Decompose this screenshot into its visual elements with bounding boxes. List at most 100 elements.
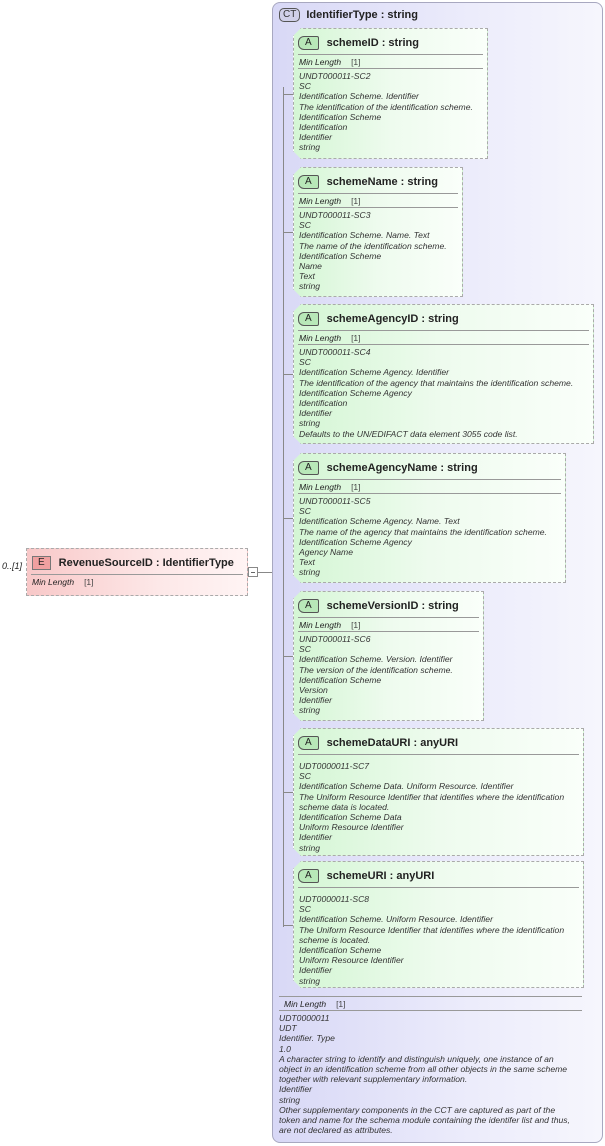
- attribute-name: schemeVersionID : string: [326, 599, 459, 612]
- element-facet: Min Length[1]: [32, 577, 94, 587]
- attribute-name: schemeAgencyName : string: [326, 461, 478, 474]
- connector-tick: [283, 232, 293, 233]
- element-name: RevenueSourceID : IdentifierType: [58, 557, 234, 569]
- connector-tick: [283, 374, 293, 375]
- complex-type-badge: CT: [279, 8, 301, 22]
- attribute-badge: A: [298, 175, 319, 189]
- attribute-badge: A: [298, 736, 319, 750]
- doc-line: Identification Scheme. Uniform Resource.…: [299, 914, 493, 925]
- complex-type-facet: Min Length[1]: [284, 999, 346, 1009]
- doc-line: Name: [299, 261, 322, 272]
- attribute-facet: Min Length[1]: [299, 196, 361, 206]
- doc-line: UDT0000011-SC7: [299, 761, 370, 771]
- attribute-badge: A: [298, 599, 319, 613]
- doc-line: Other supplementary components in the CC…: [279, 1104, 570, 1136]
- doc-line: UNDT000011-SC6: [299, 634, 371, 644]
- doc-line: A character string to identify and disti…: [279, 1053, 568, 1085]
- doc-line: string: [299, 705, 321, 716]
- doc-line: UNDT000011-SC5: [299, 496, 371, 506]
- doc-line: The version of the identification scheme…: [299, 664, 453, 675]
- doc-line: SC: [299, 506, 311, 517]
- doc-line: Agency Name: [299, 547, 353, 558]
- occurrence-label: 0..[1]: [2, 561, 23, 571]
- doc-line: UDT0000011-SC8: [299, 894, 370, 904]
- doc-line: Identification Scheme: [299, 111, 382, 122]
- doc-line: SC: [299, 644, 311, 655]
- attribute-name: schemeID : string: [326, 36, 419, 49]
- element-badge: E: [32, 556, 51, 570]
- doc-line: Identification Scheme Agency: [299, 536, 412, 547]
- connector-tick: [283, 924, 293, 926]
- attribute-facet: Min Length[1]: [299, 482, 361, 492]
- doc-line: UNDT000011-SC3: [299, 210, 371, 220]
- doc-line: Identification Scheme: [299, 674, 382, 685]
- complex-type-title: IdentifierType : string: [306, 9, 418, 21]
- doc-line: string: [279, 1094, 301, 1105]
- doc-line: Defaults to the UN/EDIFACT data element …: [299, 428, 518, 439]
- doc-line: string: [299, 567, 321, 578]
- doc-line: UDT: [279, 1023, 297, 1034]
- doc-line: SC: [299, 904, 311, 915]
- doc-line: Text: [299, 557, 315, 568]
- doc-line: UNDT000011-SC4: [299, 347, 371, 357]
- doc-line: Identifier: [299, 695, 332, 706]
- doc-line: Identification Scheme Data. Uniform Reso…: [299, 781, 514, 792]
- doc-line: Identifier: [299, 408, 332, 419]
- doc-line: Identifier: [299, 965, 332, 976]
- doc-line: UNDT000011-SC2: [299, 71, 371, 81]
- doc-line: Identification Scheme. Identifier: [299, 91, 419, 102]
- doc-line: The name of the identification scheme.: [299, 240, 447, 251]
- doc-line: Version: [299, 685, 328, 696]
- connector-tick: [283, 518, 293, 519]
- doc-line: Identifier: [279, 1084, 312, 1095]
- attribute-name: schemeDataURI : anyURI: [326, 736, 459, 749]
- doc-line: Identification: [299, 122, 348, 133]
- doc-line: string: [299, 975, 321, 986]
- doc-line: 1.0: [279, 1043, 291, 1054]
- doc-line: SC: [299, 81, 311, 92]
- connector-tick: [283, 656, 293, 657]
- doc-line: Identifier. Type: [279, 1033, 335, 1044]
- doc-line: Identification Scheme Agency. Identifier: [299, 367, 449, 378]
- doc-line: The Uniform Resource Identifier that ide…: [299, 791, 565, 812]
- doc-line: Identification Scheme: [299, 945, 382, 956]
- doc-line: The Uniform Resource Identifier that ide…: [299, 924, 565, 945]
- collapse-toggle-icon[interactable]: [248, 567, 258, 577]
- doc-line: SC: [299, 220, 311, 231]
- doc-line: Identification Scheme. Name. Text: [299, 230, 430, 241]
- attribute-facet: Min Length[1]: [299, 620, 361, 630]
- attribute-facet: Min Length[1]: [299, 333, 361, 343]
- attribute-badge: A: [298, 312, 319, 326]
- doc-line: The name of the agency that maintains th…: [299, 526, 547, 537]
- attribute-badge: A: [298, 461, 319, 475]
- connector-vertical: [283, 87, 284, 927]
- doc-line: string: [299, 418, 321, 429]
- attribute-facet: Min Length[1]: [299, 57, 361, 67]
- element-revenue-source-id[interactable]: E RevenueSourceID : IdentifierType Min L…: [26, 548, 248, 596]
- doc-line: SC: [299, 771, 311, 782]
- divider: [31, 574, 243, 575]
- attribute-name: schemeAgencyID : string: [326, 312, 459, 325]
- doc-line: SC: [299, 357, 311, 368]
- doc-line: The identification of the identification…: [299, 101, 473, 112]
- doc-line: The identification of the agency that ma…: [299, 377, 574, 388]
- doc-line: Identifier: [299, 132, 332, 143]
- attribute-name: schemeName : string: [326, 175, 438, 188]
- attribute-badge: A: [298, 36, 319, 50]
